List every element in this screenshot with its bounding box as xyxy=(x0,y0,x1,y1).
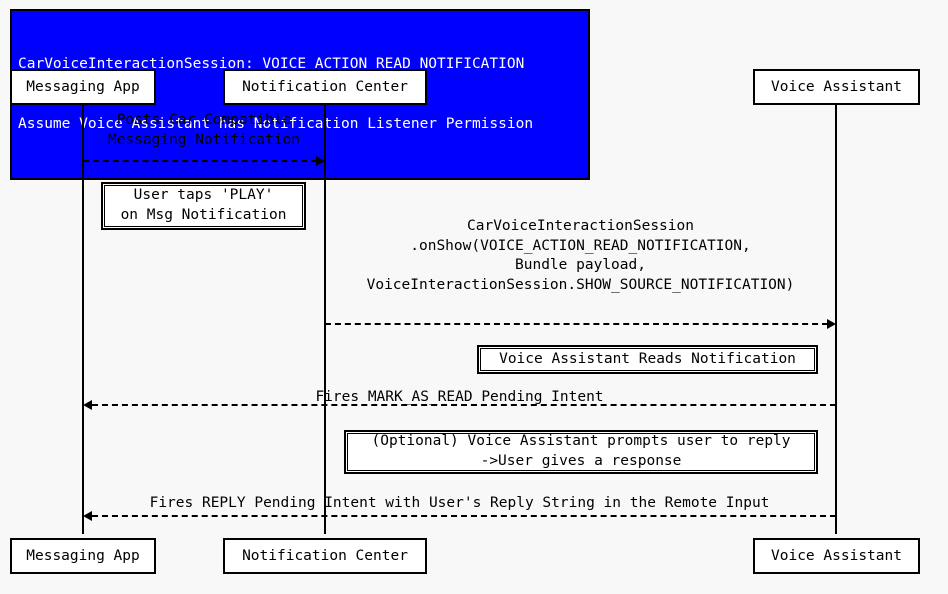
message-label-post-notification: Posts Car Compatible Messaging Notificat… xyxy=(107,112,301,148)
title-line-1: CarVoiceInteractionSession: VOICE_ACTION… xyxy=(18,56,525,72)
message-label-reply-intent: Fires REPLY Pending Intent with User's R… xyxy=(149,495,770,511)
participant-messaging-app-bottom[interactable]: Messaging App xyxy=(10,538,156,574)
participant-label: Messaging App xyxy=(26,548,140,564)
arrowhead-reply-intent xyxy=(83,511,92,521)
message-label-on-show: CarVoiceInteractionSession .onShow(VOICE… xyxy=(366,218,795,293)
lifeline-voice-assistant xyxy=(835,104,837,534)
message-arrow-on-show xyxy=(325,323,828,325)
note-optional-prompt: (Optional) Voice Assistant prompts user … xyxy=(344,430,818,474)
note-user-taps-play: User taps 'PLAY' on Msg Notification xyxy=(101,182,306,230)
arrowhead-on-show xyxy=(827,319,836,329)
arrowhead-mark-as-read xyxy=(83,400,92,410)
participant-label: Voice Assistant xyxy=(771,79,902,95)
note-assistant-reads: Voice Assistant Reads Notification xyxy=(477,345,818,374)
message-arrow-post-notification xyxy=(83,160,317,162)
arrowhead-post-notification xyxy=(316,156,325,166)
participant-voice-assistant-bottom[interactable]: Voice Assistant xyxy=(753,538,920,574)
participant-label: Notification Center xyxy=(242,548,408,564)
participant-messaging-app-top[interactable]: Messaging App xyxy=(10,69,156,105)
message-label-mark-as-read: Fires MARK_AS_READ Pending Intent xyxy=(315,389,604,405)
participant-voice-assistant-top[interactable]: Voice Assistant xyxy=(753,69,920,105)
participant-label: Voice Assistant xyxy=(771,548,902,564)
participant-label: Notification Center xyxy=(242,79,408,95)
participant-label: Messaging App xyxy=(26,79,140,95)
lifeline-messaging-app xyxy=(82,104,84,534)
lifeline-notification-center xyxy=(324,104,326,534)
title-line-2: Assume Voice Assistant has Notification … xyxy=(18,116,534,132)
message-arrow-mark-as-read xyxy=(92,404,836,406)
participant-notification-center-top[interactable]: Notification Center xyxy=(223,69,427,105)
message-arrow-reply-intent xyxy=(92,515,836,517)
participant-notification-center-bottom[interactable]: Notification Center xyxy=(223,538,427,574)
